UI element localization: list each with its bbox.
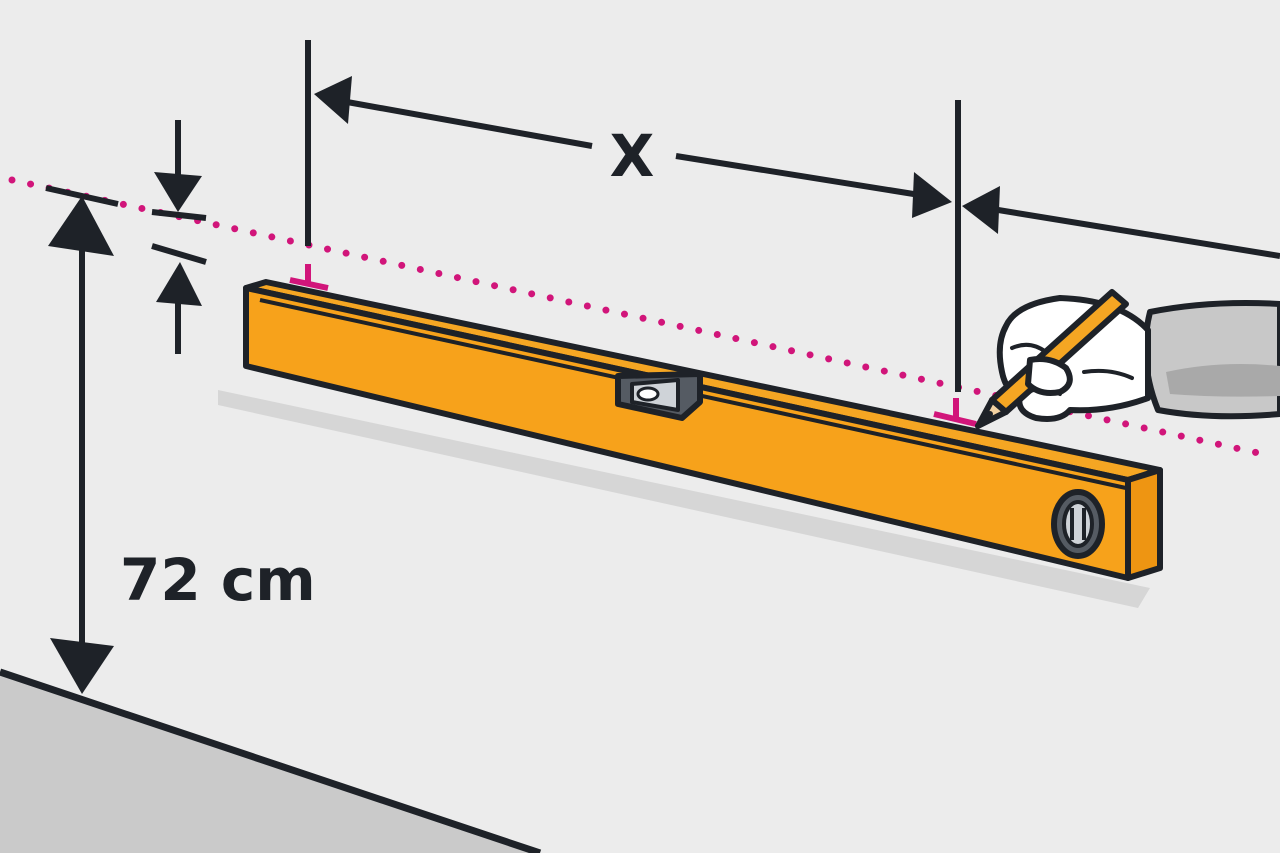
arrow-icon [314, 76, 352, 124]
height-dimension: 72 cm [45, 185, 316, 694]
arrow-icon [50, 638, 114, 694]
floor [0, 668, 542, 853]
arrow-icon [962, 186, 1000, 234]
hand-with-pencil-icon [975, 289, 1280, 429]
continuation-dimension [962, 186, 1280, 259]
spacing-dimension: X [314, 76, 952, 218]
pencil-marks [289, 264, 977, 427]
spacing-label: X [610, 122, 655, 190]
sleeve [1142, 300, 1280, 420]
level-end-face [1125, 467, 1163, 581]
reference-lines [305, 40, 961, 392]
arrow-icon [156, 262, 202, 306]
level-shadow [218, 390, 1150, 608]
center-vial [615, 371, 703, 421]
dotted-mark-line [8, 176, 1276, 460]
end-vial [1051, 489, 1105, 559]
arrow-icon [912, 172, 952, 218]
arrow-icon [48, 196, 114, 256]
spirit-level-icon [243, 279, 1163, 581]
arrow-icon [154, 172, 202, 212]
height-label: 72 cm [120, 546, 316, 614]
offset-dimension [151, 120, 207, 354]
